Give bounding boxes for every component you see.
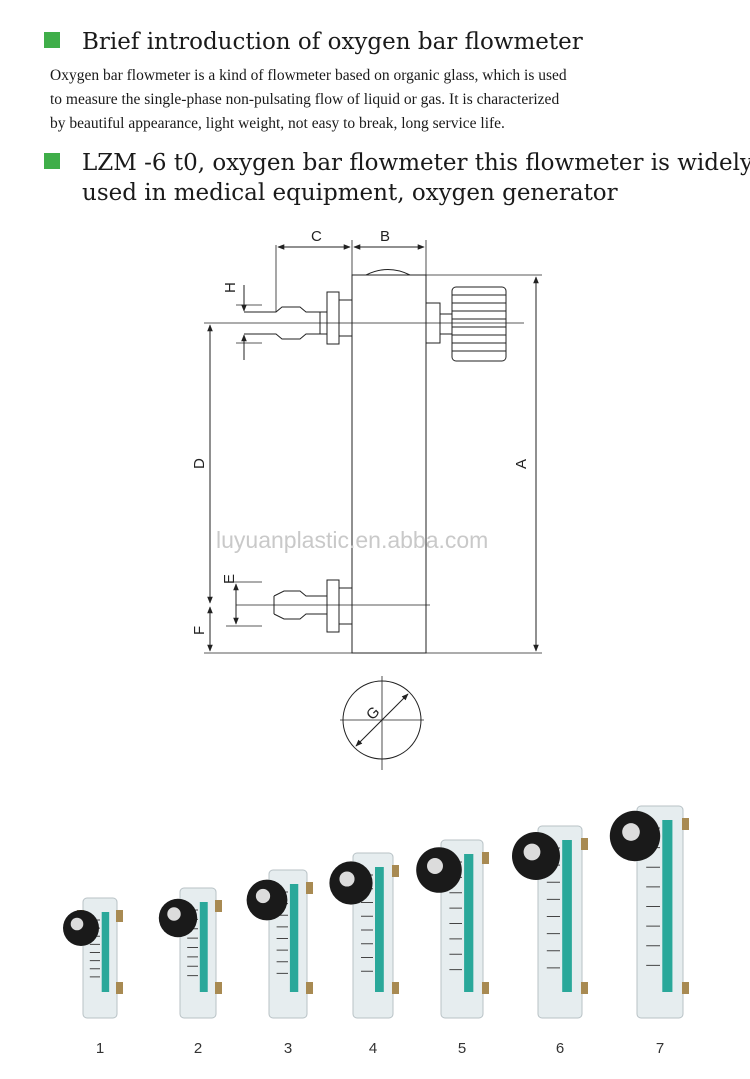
- brass-fitting: [215, 900, 222, 912]
- intro-paragraph: Oxygen bar flowmeter is a kind of flowme…: [50, 64, 710, 136]
- brass-fitting: [116, 982, 123, 994]
- product-number: 7: [656, 1040, 664, 1057]
- knob-highlight: [339, 871, 355, 887]
- flow-tube: [199, 902, 208, 992]
- section-heading-usage: LZM -6 t0, oxygen bar flowmeter this flo…: [44, 148, 750, 208]
- knob-highlight: [70, 917, 84, 931]
- brass-fitting: [581, 838, 588, 850]
- brass-fitting: [215, 982, 222, 994]
- brass-fitting: [682, 818, 689, 830]
- flow-tube: [101, 912, 110, 992]
- dim-label-b: B: [380, 228, 390, 245]
- flowmeter-product-7: [609, 805, 689, 1019]
- section-heading-intro: Brief introduction of oxygen bar flowmet…: [44, 27, 583, 57]
- product-number: 3: [284, 1040, 292, 1057]
- brass-fitting: [306, 982, 313, 994]
- product-number: 6: [556, 1040, 564, 1057]
- product-number: 5: [458, 1040, 466, 1057]
- brass-fitting: [306, 882, 313, 894]
- knob-highlight: [255, 888, 271, 904]
- intro-line: Oxygen bar flowmeter is a kind of flowme…: [50, 67, 567, 84]
- valve-knob: [451, 286, 507, 362]
- flow-tube: [464, 854, 474, 992]
- flow-tube: [375, 867, 384, 992]
- flowmeter-product-6: [512, 825, 588, 1019]
- brass-fitting: [682, 982, 689, 994]
- intro-line: by beautiful appearance, light weight, n…: [50, 115, 505, 132]
- flowmeter-product-5: [416, 839, 489, 1019]
- dim-label-e: E: [221, 574, 238, 584]
- flow-tube: [562, 840, 572, 992]
- dim-label-d: D: [191, 458, 208, 469]
- dim-label-c: C: [311, 228, 322, 245]
- heading-line: used in medical equipment, oxygen genera…: [82, 180, 618, 206]
- flow-tube: [289, 884, 299, 992]
- flowmeter-product-3: [246, 869, 313, 1019]
- intro-line: to measure the single-phase non-pulsatin…: [50, 91, 560, 108]
- knob-highlight: [427, 858, 443, 874]
- watermark: luyuanplastic.en.abba.com: [216, 527, 488, 553]
- green-square-bullet: [44, 153, 60, 169]
- brass-fitting: [482, 982, 489, 994]
- dim-label-a: A: [513, 459, 530, 469]
- flow-tube: [662, 820, 673, 992]
- thread-section-view: [340, 676, 424, 770]
- brass-fitting: [392, 982, 399, 994]
- flowmeter-product-1: [63, 897, 123, 1019]
- product-number: 1: [96, 1040, 104, 1057]
- brass-fitting: [581, 982, 588, 994]
- knob-highlight: [622, 823, 640, 841]
- heading-line: LZM -6 t0, oxygen bar flowmeter this flo…: [82, 150, 750, 176]
- brass-fitting: [482, 852, 489, 864]
- flowmeter-product-4: [329, 852, 399, 1019]
- product-number: 4: [369, 1040, 377, 1057]
- brass-fitting: [116, 910, 123, 922]
- flowmeter-product-2: [158, 887, 222, 1019]
- product-number: 2: [194, 1040, 202, 1057]
- knob-highlight: [167, 907, 181, 921]
- green-square-bullet: [44, 32, 60, 48]
- heading-text: LZM -6 t0, oxygen bar flowmeter this flo…: [82, 148, 750, 208]
- knob-highlight: [523, 843, 541, 861]
- dim-label-f: F: [191, 626, 208, 635]
- heading-text: Brief introduction of oxygen bar flowmet…: [82, 29, 583, 55]
- dim-label-h: H: [222, 282, 239, 293]
- brass-fitting: [392, 865, 399, 877]
